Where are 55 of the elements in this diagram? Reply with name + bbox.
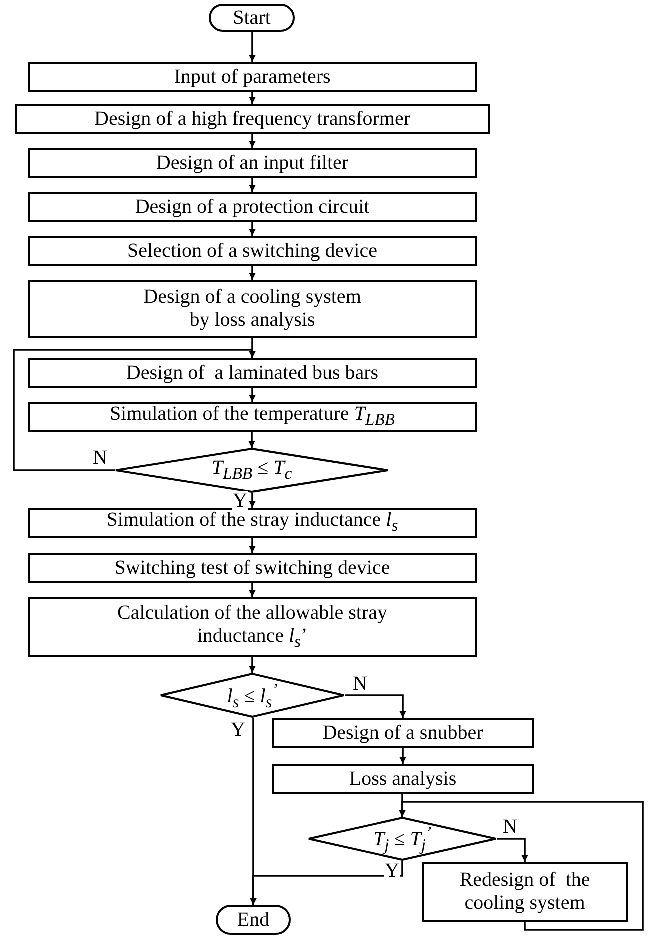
step-text: Design of an input filter (156, 152, 349, 174)
step-text: Redesign of the cooling system (458, 869, 592, 915)
arrow (249, 222, 256, 236)
arrow (249, 134, 256, 148)
arrow (250, 861, 404, 905)
process-box (272, 718, 534, 748)
decision-diamond (160, 673, 345, 718)
process-box (28, 62, 477, 92)
arrow (249, 178, 256, 192)
step-text: Selection of a switching device (128, 240, 378, 262)
arrow (13, 349, 256, 472)
arrow (249, 538, 256, 553)
process-box (28, 148, 477, 178)
arrow (497, 838, 528, 862)
step-text: Start (233, 6, 271, 30)
step-text: Design of a cooling system by loss analysis (142, 286, 362, 332)
process-box (28, 597, 477, 657)
arrow (399, 801, 644, 931)
arrow (249, 493, 256, 508)
arrow (249, 388, 256, 402)
arrow (249, 32, 256, 62)
arrow (249, 583, 256, 597)
step-text: Loss analysis (349, 768, 457, 790)
step-text: Input of parameters (174, 66, 331, 88)
step-text: Simulation of the stray inductance l$_{s}$ (106, 509, 398, 537)
process-box (422, 862, 628, 922)
step-text: Design of a high frequency transformer (94, 108, 410, 130)
process-box (28, 192, 477, 222)
process-box (28, 402, 477, 432)
step-text: Calculation of the allowable stray inductance l$_{s}$’ (116, 602, 388, 652)
arrow (400, 748, 406, 764)
process-box (15, 104, 490, 134)
terminal-box (216, 905, 291, 935)
arrow (249, 92, 256, 104)
process-box (28, 280, 477, 338)
decision-diamond (115, 448, 389, 493)
step-text: Switching test of switching device (114, 556, 390, 580)
process-box (272, 764, 534, 794)
arrow (345, 694, 406, 718)
arrow (249, 266, 256, 280)
arrow (249, 657, 256, 673)
condition-text: T$_{LBB}$ ≤ T$_{c}$ (212, 456, 292, 484)
step-text: Design of a snubber (322, 722, 484, 744)
step-text: Design of a protection circuit (135, 196, 370, 218)
step-text: Design of a laminated bus bars (126, 362, 379, 384)
edge-label: Y (232, 491, 248, 511)
process-box (28, 236, 477, 266)
process-box (28, 508, 477, 538)
decision-diamond (308, 817, 497, 861)
step-text: Simulation of the temperature T$_{LBB}$ (110, 403, 396, 431)
arrow (248, 432, 256, 448)
process-box (28, 553, 477, 583)
process-box (28, 358, 477, 388)
terminal-box (209, 4, 295, 32)
step-text: End (237, 908, 270, 932)
